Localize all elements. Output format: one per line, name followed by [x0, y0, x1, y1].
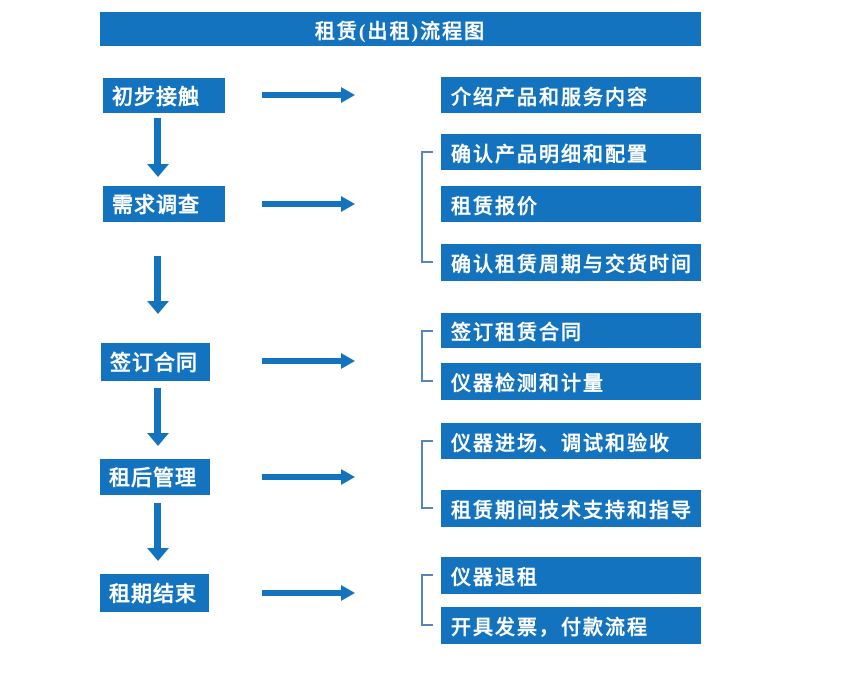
group-bracket: [421, 330, 433, 382]
detail-box-confirm-rental-period: 确认租赁周期与交货时间: [441, 244, 701, 281]
detail-box-confirm-product-details: 确认产品明细和配置: [441, 134, 701, 170]
step-box-rental-end: 租期结束: [100, 574, 209, 612]
right-arrow-icon: [262, 353, 355, 369]
step-box-sign-contract: 签订合同: [101, 343, 210, 381]
right-arrow-icon: [262, 469, 355, 485]
detail-label: 租赁期间技术支持和指导: [451, 500, 693, 522]
step-label: 租后管理: [109, 466, 197, 490]
detail-label: 仪器检测和计量: [451, 373, 605, 395]
group-bracket: [421, 440, 433, 509]
detail-box-instrument-setup-acceptance: 仪器进场、调试和验收: [441, 423, 701, 459]
down-arrow-icon: [147, 118, 169, 177]
detail-label: 确认产品明细和配置: [451, 143, 649, 166]
step-label: 签订合同: [110, 351, 198, 375]
detail-label: 租赁报价: [451, 195, 539, 218]
detail-box-introduce-products: 介绍产品和服务内容: [441, 77, 701, 113]
detail-box-rental-quotation: 租赁报价: [441, 186, 701, 222]
chart-title: 租赁(出租)流程图: [314, 20, 487, 43]
group-bracket: [421, 151, 433, 263]
detail-label: 开具发票，付款流程: [451, 617, 649, 639]
right-arrow-icon: [262, 87, 355, 103]
detail-box-instrument-testing: 仪器检测和计量: [441, 363, 701, 400]
step-box-demand-survey: 需求调查: [103, 186, 225, 222]
detail-box-invoice-payment: 开具发票，付款流程: [441, 607, 701, 644]
detail-box-sign-rental-contract: 签订租赁合同: [441, 313, 701, 348]
detail-box-technical-support: 租赁期间技术支持和指导: [441, 490, 701, 527]
step-label: 租期结束: [109, 582, 197, 606]
right-arrow-icon: [262, 585, 355, 601]
detail-label: 签订租赁合同: [451, 322, 583, 344]
step-label: 初步接触: [112, 84, 200, 109]
detail-label: 仪器进场、调试和验收: [451, 432, 671, 455]
chart-title-bar: 租赁(出租)流程图: [100, 12, 701, 46]
right-arrow-icon: [262, 196, 355, 212]
group-bracket: [421, 574, 433, 626]
down-arrow-icon: [147, 503, 169, 561]
detail-label: 确认租赁周期与交货时间: [451, 254, 693, 276]
step-label: 需求调查: [112, 193, 200, 217]
detail-label: 介绍产品和服务内容: [451, 86, 649, 109]
detail-box-instrument-return: 仪器退租: [441, 557, 701, 594]
step-box-initial-contact: 初步接触: [103, 78, 225, 113]
step-box-post-rental-management: 租后管理: [100, 459, 210, 495]
detail-label: 仪器退租: [451, 567, 539, 589]
down-arrow-icon: [147, 256, 169, 314]
down-arrow-icon: [147, 388, 169, 446]
